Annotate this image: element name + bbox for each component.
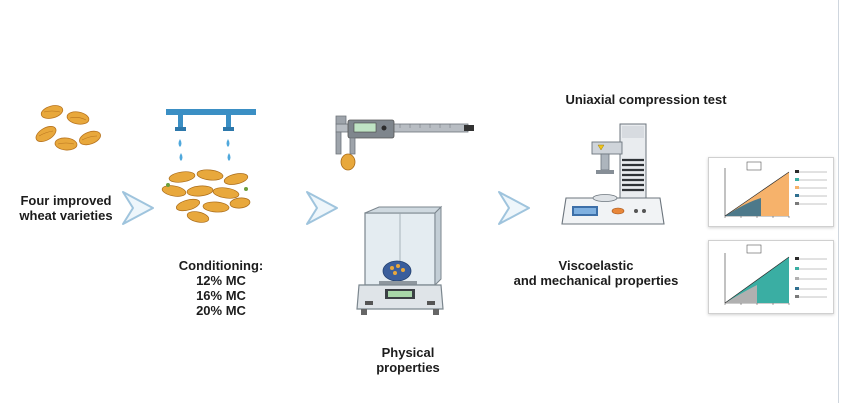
varieties-line2: wheat varieties — [19, 208, 113, 223]
viscoelastic-line1: Viscoelastic — [558, 258, 634, 273]
page-right-border — [838, 0, 839, 403]
flow-arrow-1 — [122, 191, 154, 225]
force-deformation-panel-bottom — [708, 240, 834, 314]
conditioning-mc-20: 20% MC — [196, 303, 246, 318]
force-deformation-chart-bottom — [724, 244, 827, 305]
conditioning-illustration — [161, 109, 256, 223]
physical-line1: Physical — [381, 345, 435, 360]
flow-arrow-2 — [306, 191, 338, 225]
wheat-grains-illustration — [35, 105, 101, 151]
viscoelastic-line2: and mechanical properties — [513, 273, 679, 288]
conditioning-mc-12: 12% MC — [196, 273, 246, 288]
conditioning-title: Conditioning: — [178, 258, 264, 273]
flow-arrow-3 — [498, 191, 530, 225]
balance-illustration — [356, 205, 444, 315]
viscoelastic-label: Viscoelastic and mechanical properties — [498, 258, 694, 288]
physical-line2: properties — [376, 360, 440, 375]
conditioning-mc-16: 16% MC — [196, 288, 246, 303]
force-deformation-panel-top — [708, 157, 834, 227]
conditioning-label: Conditioning: 12% MC 16% MC 20% MC — [166, 258, 276, 318]
varieties-line1: Four improved — [20, 193, 112, 208]
force-deformation-chart-top — [724, 161, 827, 218]
uniaxial-title: Uniaxial compression test — [565, 92, 727, 107]
physical-label: Physical properties — [360, 345, 456, 375]
varieties-label: Four improved wheat varieties — [14, 193, 118, 223]
caliper-illustration — [335, 115, 474, 171]
compression-machine-illustration — [561, 123, 665, 225]
